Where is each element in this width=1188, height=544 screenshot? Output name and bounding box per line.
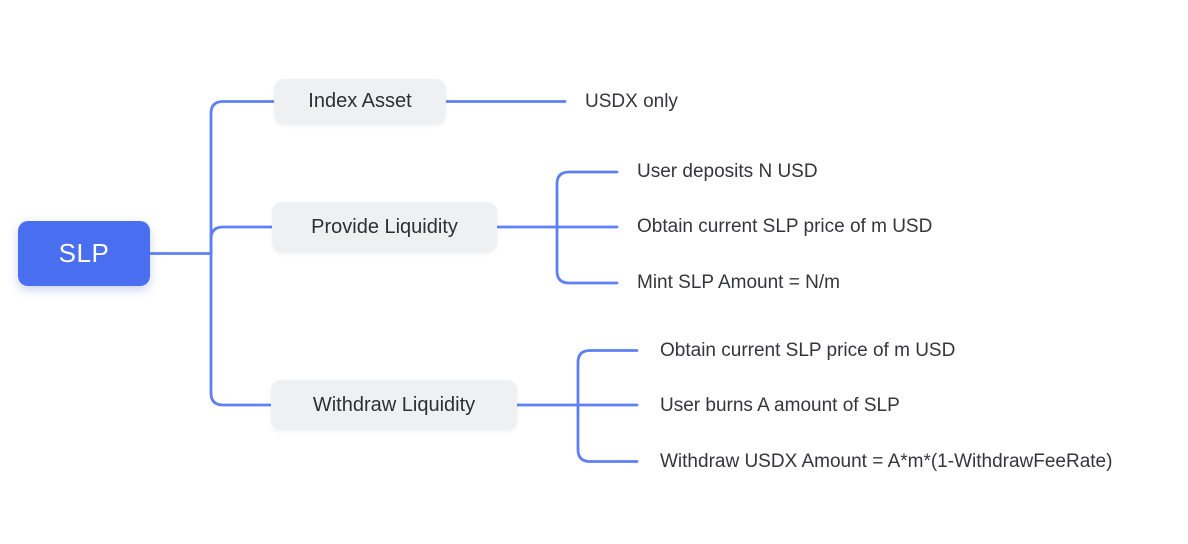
branch-node-withdraw-liquidity[interactable]: Withdraw Liquidity (271, 380, 517, 430)
branch-node-index-asset[interactable]: Index Asset (274, 79, 446, 124)
connector-withdraw-top-leaf (576, 349, 639, 407)
connector-provide-top-leaf (555, 170, 619, 229)
leaf-node-obtain-price-provide[interactable]: Obtain current SLP price of m USD (637, 216, 933, 237)
leaf-node-user-burns[interactable]: User burns A amount of SLP (660, 395, 900, 416)
leaf-node-user-deposits[interactable]: User deposits N USD (637, 161, 818, 182)
leaf-node-obtain-price-withdraw[interactable]: Obtain current SLP price of m USD (660, 339, 956, 361)
connector-provide-bottom-leaf (555, 225, 619, 285)
connector-provide-branch (209, 225, 274, 255)
leaf-node-withdraw-amount[interactable]: Withdraw USDX Amount = A*m*(1-WithdrawFe… (660, 450, 1113, 472)
root-node-slp[interactable]: SLP (18, 221, 150, 286)
connector-main-trunk (209, 100, 276, 407)
leaf-node-mint-amount[interactable]: Mint SLP Amount = N/m (637, 272, 840, 293)
leaf-node-usdx-only[interactable]: USDX only (585, 91, 678, 112)
branch-node-provide-liquidity[interactable]: Provide Liquidity (272, 202, 497, 252)
connector-withdraw-bottom-leaf (576, 403, 639, 463)
